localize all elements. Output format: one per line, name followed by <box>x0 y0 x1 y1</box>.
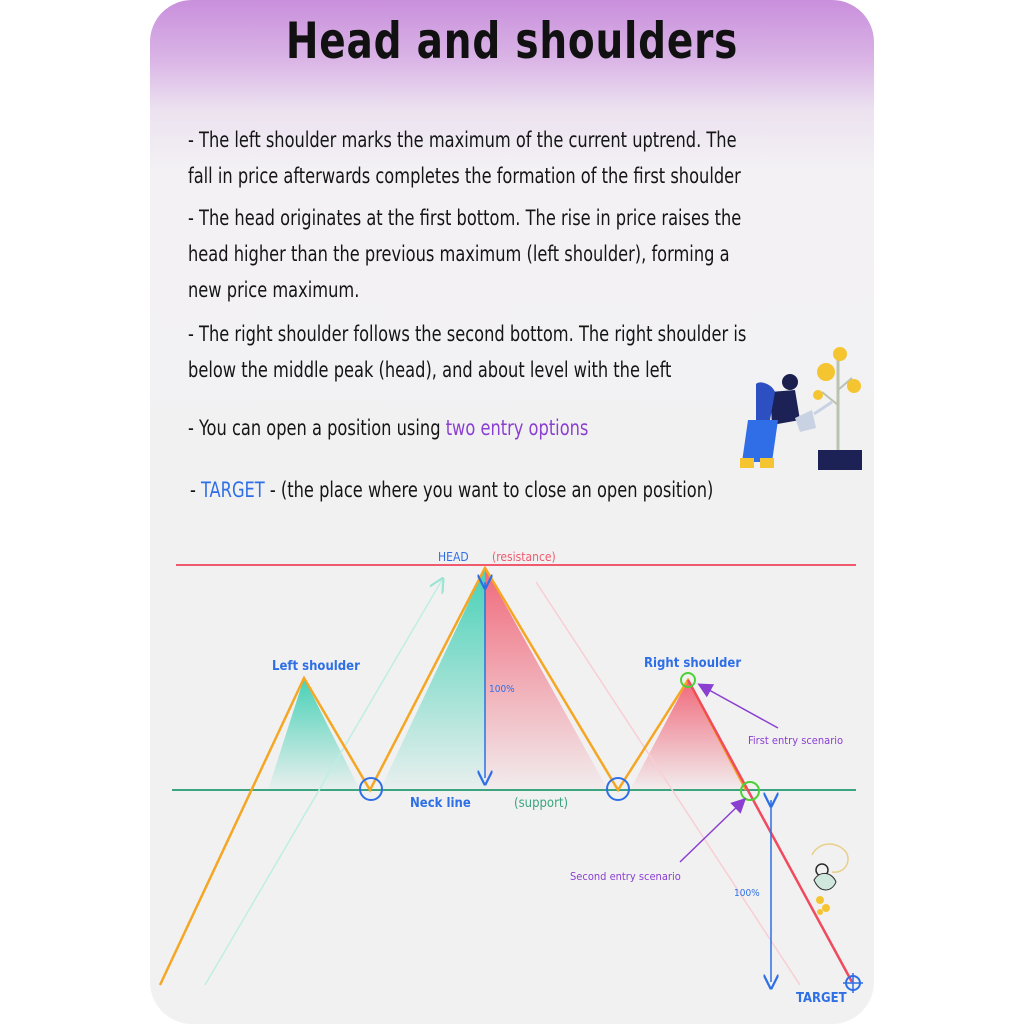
second-entry-pointer <box>679 797 747 863</box>
head-fall-fill <box>485 568 608 790</box>
first-entry-pointer <box>697 683 779 729</box>
second-bottom-marker <box>606 777 630 801</box>
neck-line-label: Neck line <box>410 796 471 811</box>
left-shoulder-fill <box>268 678 360 790</box>
person-watering-tree-icon <box>740 347 862 470</box>
head-label: HEAD <box>438 550 469 564</box>
first-bottom-marker <box>359 777 383 801</box>
target-highlight: TARGET <box>201 478 265 502</box>
target-percent-label: 100% <box>734 888 760 899</box>
second-entry-label: Second entry scenario <box>570 870 681 883</box>
downtrend-guide <box>535 581 801 986</box>
paragraph-entry-options: - You can open a position using two entr… <box>188 416 589 440</box>
card-background <box>150 0 874 1024</box>
paragraph-target: - TARGET - (the place where you want to … <box>190 478 714 502</box>
target-label: TARGET <box>796 991 847 1006</box>
target-crosshair-icon <box>843 973 863 993</box>
head-percent-label: 100% <box>489 684 515 695</box>
left-shoulder-label: Left shoulder <box>272 659 360 674</box>
wealth-decoration-icon <box>811 843 849 915</box>
first-entry-label: First entry scenario <box>748 734 843 747</box>
second-entry-marker <box>740 781 760 801</box>
page-title: Head and shoulders <box>285 12 739 70</box>
paragraph-head: - The head originates at the first botto… <box>188 206 742 302</box>
paragraph-right-shoulder: - The right shoulder follows the second … <box>188 322 747 382</box>
resistance-label: (resistance) <box>492 550 556 564</box>
support-label: (support) <box>514 796 568 811</box>
paragraph-left-shoulder: - The left shoulder marks the maximum of… <box>188 128 741 188</box>
right-shoulder-label: Right shoulder <box>644 656 741 671</box>
uptrend-guide <box>204 580 442 986</box>
first-entry-marker <box>680 672 696 688</box>
right-shoulder-fill <box>630 680 746 790</box>
head-rise-fill <box>380 568 485 790</box>
entry-options-highlight: two entry options <box>445 416 589 440</box>
